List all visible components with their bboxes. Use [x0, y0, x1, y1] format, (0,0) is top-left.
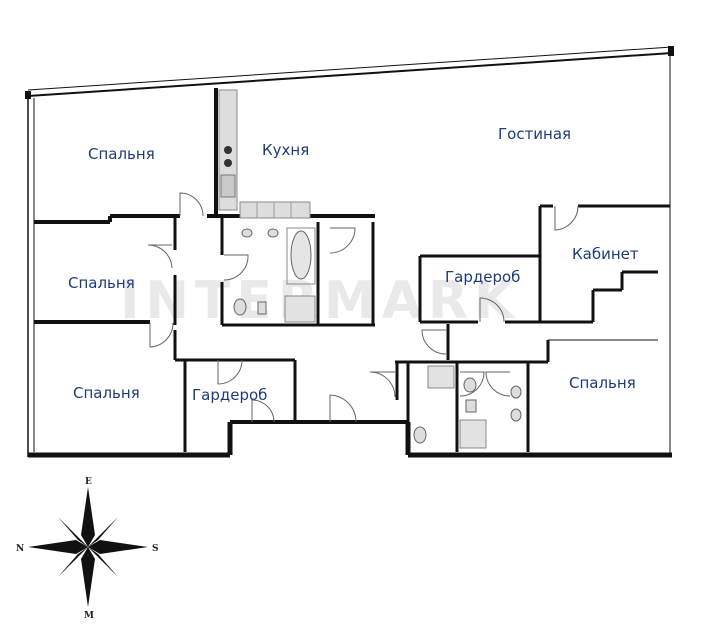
- room-label-kitchen: Кухня: [262, 141, 309, 159]
- compass-east-label: S: [152, 544, 159, 554]
- doors: [147, 192, 579, 423]
- room-label-wardrobe-2: Гардероб: [192, 386, 267, 404]
- compass-west-label: N: [16, 544, 24, 554]
- compass-rose: E M N S: [16, 477, 159, 621]
- kitchen-counter: [218, 89, 311, 219]
- room-label-bedroom-3: Спальня: [73, 384, 140, 402]
- room-label-study: Кабинет: [572, 245, 639, 263]
- bathroom-fixtures: [233, 227, 522, 449]
- room-label-bedroom-1: Спальня: [88, 145, 155, 163]
- interior-walls: [34, 88, 670, 452]
- room-labels: Спальня Кухня Гостиная Спальня Кабинет Г…: [68, 125, 639, 404]
- room-label-living-room: Гостиная: [498, 125, 571, 143]
- room-label-bedroom-2: Спальня: [68, 274, 135, 292]
- room-label-wardrobe-1: Гардероб: [445, 268, 520, 286]
- compass-south-label: M: [84, 611, 94, 621]
- compass-north-label: E: [85, 477, 92, 487]
- outer-walls: [25, 46, 674, 458]
- room-label-bedroom-4: Спальня: [569, 374, 636, 392]
